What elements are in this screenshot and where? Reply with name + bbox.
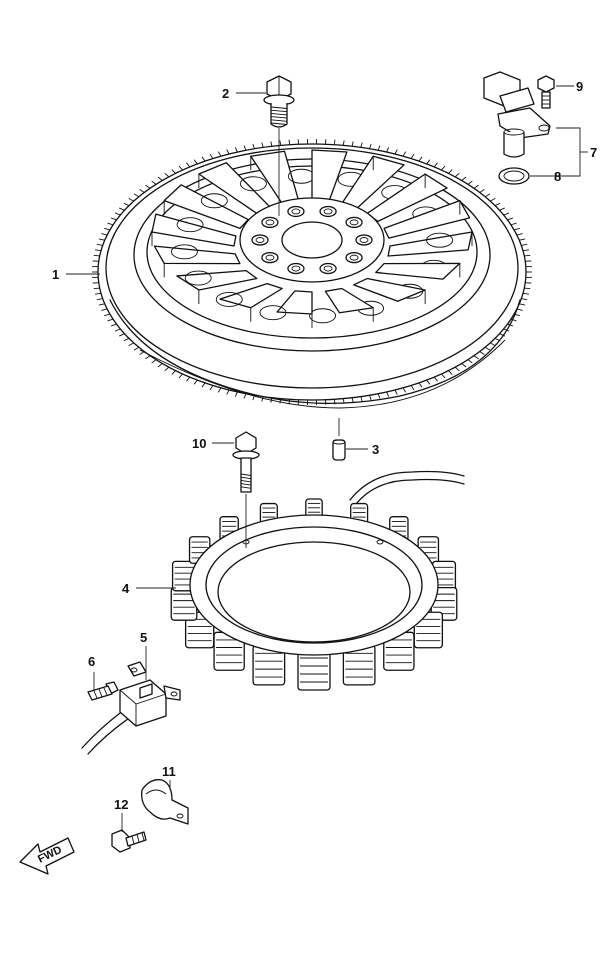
pulser-bolt[interactable]	[87, 681, 119, 701]
callout-8: 8	[554, 169, 561, 184]
clamp[interactable]	[141, 779, 189, 825]
callout-7: 7	[590, 145, 597, 160]
callout-10: 10	[192, 436, 206, 451]
callout-9: 9	[576, 79, 583, 94]
flywheel-bolt[interactable]	[263, 75, 295, 216]
callout-6: 6	[88, 654, 95, 669]
callout-5: 5	[140, 630, 147, 645]
callout-3: 3	[372, 442, 379, 457]
callout-12: 12	[114, 797, 128, 812]
stator[interactable]	[170, 470, 465, 691]
callout-1: 1	[52, 267, 59, 282]
clamp-screw[interactable]	[111, 829, 147, 853]
callout-11: 11	[162, 764, 176, 779]
flywheel[interactable]	[92, 139, 532, 409]
fwd-arrow-icon: FWD	[19, 837, 75, 875]
o-ring[interactable]	[498, 167, 530, 185]
stator-bolt[interactable]	[232, 431, 260, 548]
callout-labels: 1 2 3 4 5 6 7 8 9 10 11 12	[52, 79, 597, 812]
crank-position-sensor[interactable]	[483, 71, 551, 158]
sensor-bolt[interactable]	[537, 75, 555, 109]
callout-4: 4	[122, 581, 130, 596]
key[interactable]	[332, 418, 346, 461]
pulser-coil[interactable]	[81, 661, 181, 755]
leader-lines	[66, 85, 588, 832]
callout-2: 2	[222, 86, 229, 101]
